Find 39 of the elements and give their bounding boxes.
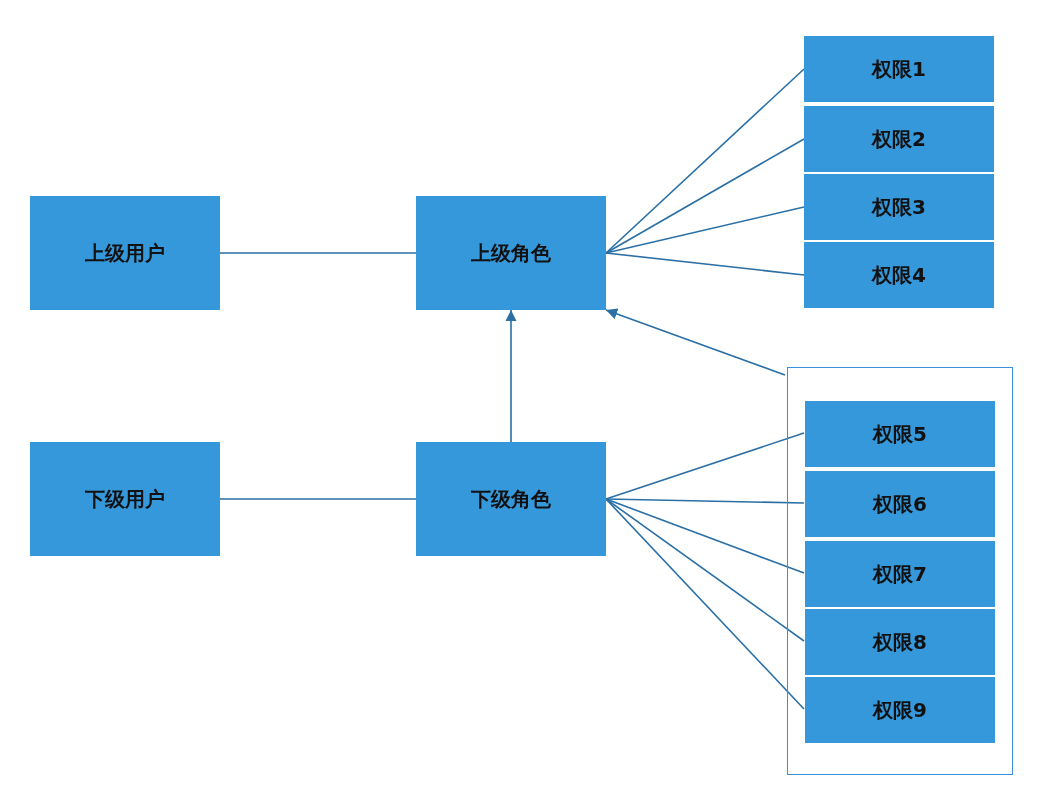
box-label: 权限5 (873, 420, 927, 448)
role-box (805, 609, 995, 675)
role-box (804, 36, 994, 102)
role-box (416, 442, 606, 556)
role-box (805, 401, 995, 467)
connector-line (219, 252, 417, 254)
box-label: 权限9 (873, 696, 927, 724)
box-label: 权限1 (872, 55, 926, 83)
box-label: 权限8 (873, 628, 927, 656)
box-label: 权限6 (873, 490, 927, 518)
box-label: 下级角色 (471, 485, 551, 513)
role-box (805, 677, 995, 743)
role-box (805, 471, 995, 537)
role-box (804, 106, 994, 172)
box-label: 权限2 (872, 125, 926, 153)
role-box (804, 242, 994, 308)
box-label: 下级用户 (85, 485, 165, 513)
role-box (30, 442, 220, 556)
box-label: 权限3 (872, 193, 926, 221)
role-box (805, 541, 995, 607)
group-box (787, 367, 1013, 775)
arrow (605, 308, 786, 376)
role-box (804, 174, 994, 240)
connector-line (605, 252, 805, 276)
box-label: 权限4 (872, 261, 926, 289)
connector-line (605, 68, 805, 254)
connector-line (605, 432, 805, 500)
connector-line (219, 498, 417, 500)
connector-line (605, 498, 805, 642)
arrow (505, 309, 517, 443)
connector-line (605, 498, 805, 574)
box-label: 上级角色 (471, 239, 551, 267)
connector-line (605, 498, 805, 504)
role-box (30, 196, 220, 310)
box-label: 上级用户 (85, 239, 165, 267)
connector-line (605, 498, 805, 710)
box-label: 权限7 (873, 560, 927, 588)
role-box (416, 196, 606, 310)
connector-line (605, 138, 805, 254)
